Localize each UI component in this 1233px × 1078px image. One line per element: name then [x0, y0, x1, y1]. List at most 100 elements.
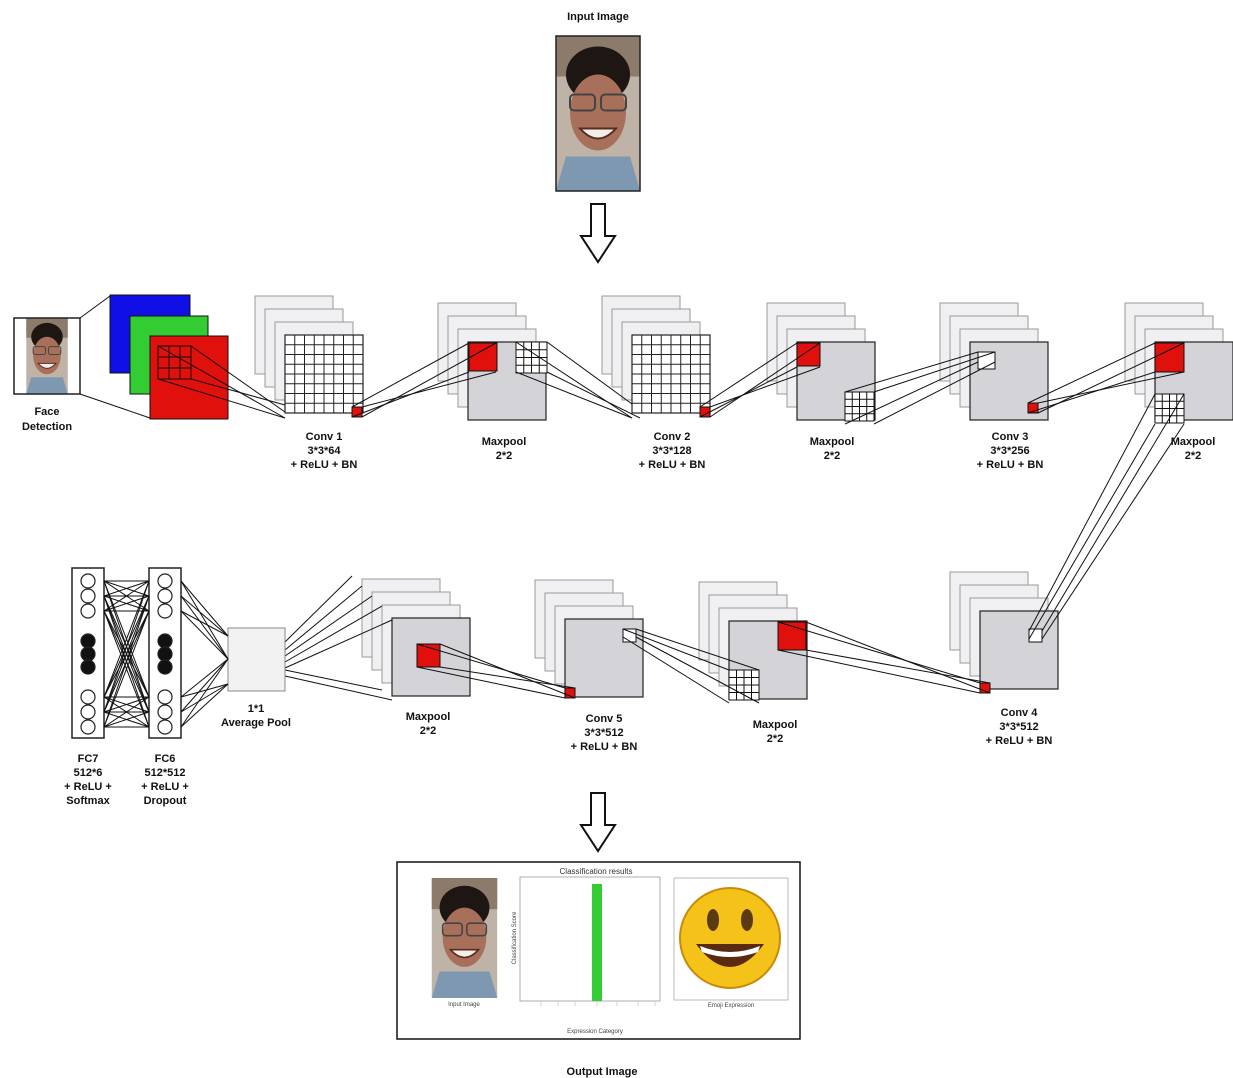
fc7-neuron [80, 646, 96, 662]
smiley-emoji-icon [679, 887, 781, 989]
conv5-feature-maps [534, 579, 644, 699]
conv3-label-3: + ReLU + BN [977, 459, 1044, 471]
fc6-layer [148, 567, 182, 739]
maxpool4-feature-maps [698, 581, 808, 701]
fc7-layer [71, 567, 105, 739]
conv2-red-region [699, 406, 711, 418]
conv4-label-3: + ReLU + BN [986, 735, 1053, 747]
output-panel: Input Image Classification results Class… [396, 861, 801, 1040]
conv5-label-3: + ReLU + BN [571, 741, 638, 753]
fc7-label-1: FC7 [78, 753, 99, 765]
classification-chart-title: Classification results [560, 867, 633, 876]
face-detection-image [13, 317, 81, 395]
conv2-feature-maps [601, 295, 711, 418]
pool5-label-2: 2*2 [420, 725, 437, 737]
conv2-label-3: + ReLU + BN [639, 459, 706, 471]
conv1-red-region [351, 406, 363, 418]
maxpool2-feature-maps [766, 302, 876, 422]
conv4-label-1: Conv 4 [1001, 707, 1039, 719]
conv4-kernel-grid [1028, 628, 1043, 643]
maxpool5-feature-maps [361, 578, 471, 697]
fc6-neuron [157, 603, 173, 619]
conv5-label-1: Conv 5 [586, 713, 623, 725]
conv4-label-2: 3*3*512 [999, 721, 1038, 733]
fc6-neuron [157, 689, 173, 705]
avgpool-label-2: Average Pool [221, 717, 291, 729]
conv3-label-2: 3*3*256 [990, 445, 1029, 457]
conv5-label-2: 3*3*512 [584, 727, 623, 739]
input-image-title: Input Image [567, 11, 629, 23]
fc6-neuron [157, 659, 173, 675]
pool3-label-1: Maxpool [1171, 436, 1216, 448]
pool5-label-1: Maxpool [406, 711, 451, 723]
conv4-feature-maps [949, 571, 1059, 694]
average-pool-box [227, 627, 286, 692]
fc6-neuron [157, 633, 173, 649]
conv5-red-region [564, 687, 576, 699]
pool5-red-region [416, 643, 441, 668]
fc6-label-3: + ReLU + [141, 781, 189, 793]
input-kernel-grid [157, 345, 192, 380]
emoji-caption: Emoji Expression [708, 1003, 754, 1009]
pool4-label-1: Maxpool [753, 719, 798, 731]
fc7-neuron [80, 573, 96, 589]
fc6-neuron [157, 588, 173, 604]
fc6-label-1: FC6 [155, 753, 176, 765]
fc6-label-2: 512*512 [145, 767, 186, 779]
down-arrow-icon [579, 203, 617, 264]
conv2-label-1: Conv 2 [654, 431, 691, 443]
pool1-red-region [468, 342, 498, 372]
fc7-neuron [80, 633, 96, 649]
fc6-neuron [157, 573, 173, 589]
pool1-label-1: Maxpool [482, 436, 527, 448]
avgpool-label-1: 1*1 [248, 703, 265, 715]
pool4-label-2: 2*2 [767, 733, 784, 745]
fc-connections [103, 580, 229, 728]
conv5-kernel-grid [622, 628, 637, 643]
pool2-label-1: Maxpool [810, 436, 855, 448]
face-detection-label-2: Detection [22, 421, 72, 433]
connection-lines [284, 341, 1185, 704]
classification-chart-frame [519, 876, 661, 1002]
fc7-neuron [80, 689, 96, 705]
fc6-neuron [157, 719, 173, 735]
conv1-label-3: + ReLU + BN [291, 459, 358, 471]
pool3-label-2: 2*2 [1185, 450, 1202, 462]
fc7-neuron [80, 588, 96, 604]
face-detection-label-1: Face [34, 406, 59, 418]
output-input-caption: Input Image [448, 1002, 480, 1008]
conv5-front-map [564, 618, 644, 698]
fc7-neuron [80, 659, 96, 675]
fc7-label-2: 512*6 [74, 767, 103, 779]
conv3-feature-maps [939, 302, 1049, 421]
down-arrow-icon-2 [579, 792, 617, 853]
output-image-title: Output Image [567, 1066, 638, 1078]
pool1-label-2: 2*2 [496, 450, 513, 462]
pool2-label-2: 2*2 [824, 450, 841, 462]
fc6-neuron [157, 646, 173, 662]
fc7-neuron [80, 719, 96, 735]
conv3-red-region [1027, 402, 1039, 414]
fc7-neuron [80, 704, 96, 720]
maxpool3-feature-maps [1124, 302, 1233, 424]
fc6-neuron [157, 704, 173, 720]
classification-chart-ylabel: Classification Score [512, 911, 518, 964]
pool2-red-region [796, 342, 821, 367]
conv4-red-region [979, 682, 991, 694]
fc7-label-4: Softmax [66, 795, 110, 807]
fc7-label-3: + ReLU + [64, 781, 112, 793]
conv1-label-2: 3*3*64 [307, 445, 341, 457]
maxpool1-feature-maps [437, 302, 548, 421]
fc6-label-4: Dropout [144, 795, 187, 807]
classification-chart-xlabel: Expression Category [567, 1029, 623, 1035]
conv2-label-2: 3*3*128 [652, 445, 691, 457]
conv4-front-map [979, 610, 1059, 690]
pool3-red-region [1154, 342, 1185, 373]
conv1-label-1: Conv 1 [306, 431, 343, 443]
input-face-image [555, 35, 641, 192]
conv1-feature-maps [254, 295, 364, 418]
fc7-neuron [80, 603, 96, 619]
red-channel [149, 335, 229, 420]
conv3-label-1: Conv 3 [992, 431, 1029, 443]
